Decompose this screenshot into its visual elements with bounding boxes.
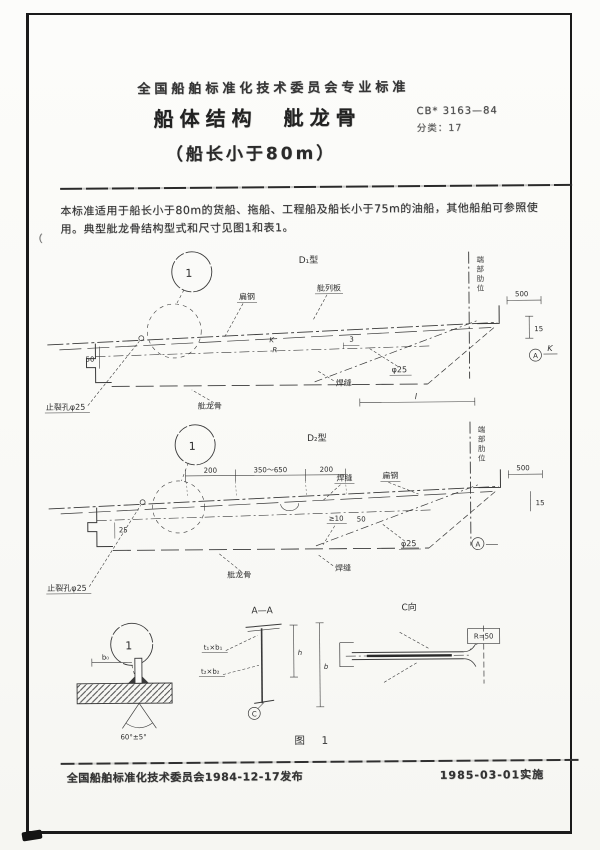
detail-number: 1	[185, 267, 192, 280]
label-weld-top: 焊缝	[336, 473, 352, 483]
frame-position-note: 端部肋位	[475, 255, 485, 294]
view-mark-circle	[529, 348, 542, 362]
doc-subtitle: （船长小于80m）	[165, 143, 337, 166]
detail-number: 1	[189, 440, 196, 453]
figure-caption: 图 1	[294, 735, 331, 747]
label-strake: 舭列板	[317, 283, 341, 293]
dim-50: 50	[357, 515, 366, 523]
detail-circle	[174, 424, 216, 466]
crack-arrest-hole	[138, 335, 145, 342]
label-weld: 焊缝	[336, 378, 352, 388]
paragraph-line-1: 本标准适用于船长小于80m的货船、拖船、工程船及船长小于75m的油船，其他船舶可…	[60, 201, 539, 218]
box-r-label: R=50	[474, 632, 494, 640]
detail-region-circle	[152, 480, 205, 534]
stray-mark: （	[32, 234, 43, 246]
dim-15: 15	[536, 499, 545, 507]
dim-mid: 350～650	[253, 466, 287, 474]
paragraph-line-2: 用。典型舭龙骨结构型式和尺寸见图1和表1。	[60, 221, 295, 236]
footer-issued: 全国船舶标准化技术委员会1984-12-17发布	[66, 769, 304, 785]
label-phi25: φ25	[392, 365, 408, 374]
dim-200a: 200	[204, 467, 217, 475]
dim-200b: 200	[320, 466, 333, 474]
angle-label: 60°±5°	[120, 733, 146, 741]
section-title: A—A	[251, 606, 273, 616]
view-mark-a: A	[476, 541, 481, 549]
view-mark-a: A	[533, 352, 538, 360]
view-mark-k: K	[547, 344, 553, 353]
label-flat-bar: 扁钢	[382, 470, 398, 480]
doc-header: 全国船舶标准化技术委员会专业标准	[137, 80, 410, 98]
type-label: D₁型	[299, 255, 319, 266]
flat-bar-section	[134, 657, 143, 684]
drawing3-details: 1 b₀ 60°±5° A—A t₁×b₁	[76, 601, 501, 741]
dim-l: l	[415, 392, 418, 401]
frame-position-note: 端部肋位	[477, 425, 487, 464]
dim-b0: b₀	[102, 654, 110, 662]
detail-region-circle	[146, 303, 202, 359]
label-phi25: φ25	[401, 539, 417, 548]
weld-mark-c: C	[252, 710, 257, 718]
footer-rule	[60, 758, 579, 765]
dim-15: 15	[534, 325, 543, 333]
label-crack-hole: 止裂孔φ25	[46, 402, 86, 412]
doc-title: 船体结构 舭龙骨	[153, 105, 362, 132]
drawing2-side-view: D₂型 1 200 350～650 200	[46, 421, 545, 595]
label-t1b1: t₁×b₁	[204, 644, 223, 652]
weld-mark-r: R	[272, 346, 277, 354]
standard-number: CB* 3163—84	[416, 105, 498, 118]
dim-25: 25	[119, 526, 128, 534]
label-flat-bar: 扁钢	[239, 291, 255, 301]
detail-number: 1	[125, 639, 132, 652]
crack-arrest-hole	[139, 499, 146, 506]
view-title: C向	[401, 601, 416, 613]
dim-500: 500	[516, 464, 529, 472]
dim-500: 500	[515, 290, 528, 298]
type-label: D₂型	[307, 433, 327, 444]
label-t2b2: t₂×b₂	[201, 668, 220, 676]
header-rule	[60, 183, 573, 190]
detail-circle	[171, 251, 213, 293]
dim-50: 50	[85, 356, 94, 364]
dim-h: h	[298, 649, 303, 657]
footer-effective: 1985-03-01实施	[439, 768, 545, 782]
standard-subline: 分类：17	[416, 122, 463, 135]
radius-box	[467, 628, 501, 645]
scan-border	[26, 13, 572, 834]
weld-mark-k: K	[269, 336, 275, 344]
dim-b: b	[324, 663, 329, 671]
weld-mark-circle	[247, 707, 261, 720]
dim-3: 3	[349, 336, 354, 344]
view-mark-circle	[471, 537, 485, 550]
label-keel: 舭龙骨	[198, 401, 222, 411]
plate-section	[76, 682, 173, 705]
label-keel: 舭龙骨	[227, 569, 251, 579]
label-weld-bottom: 焊缝	[335, 563, 351, 573]
figure-1: D₁型 1 500	[44, 251, 558, 747]
label-crack-hole: 止裂孔φ25	[47, 583, 87, 593]
dim-ge10: ≥10	[329, 515, 344, 523]
scallop-cutout	[280, 503, 299, 511]
drawing1-side-view: D₁型 1 500	[44, 251, 558, 414]
